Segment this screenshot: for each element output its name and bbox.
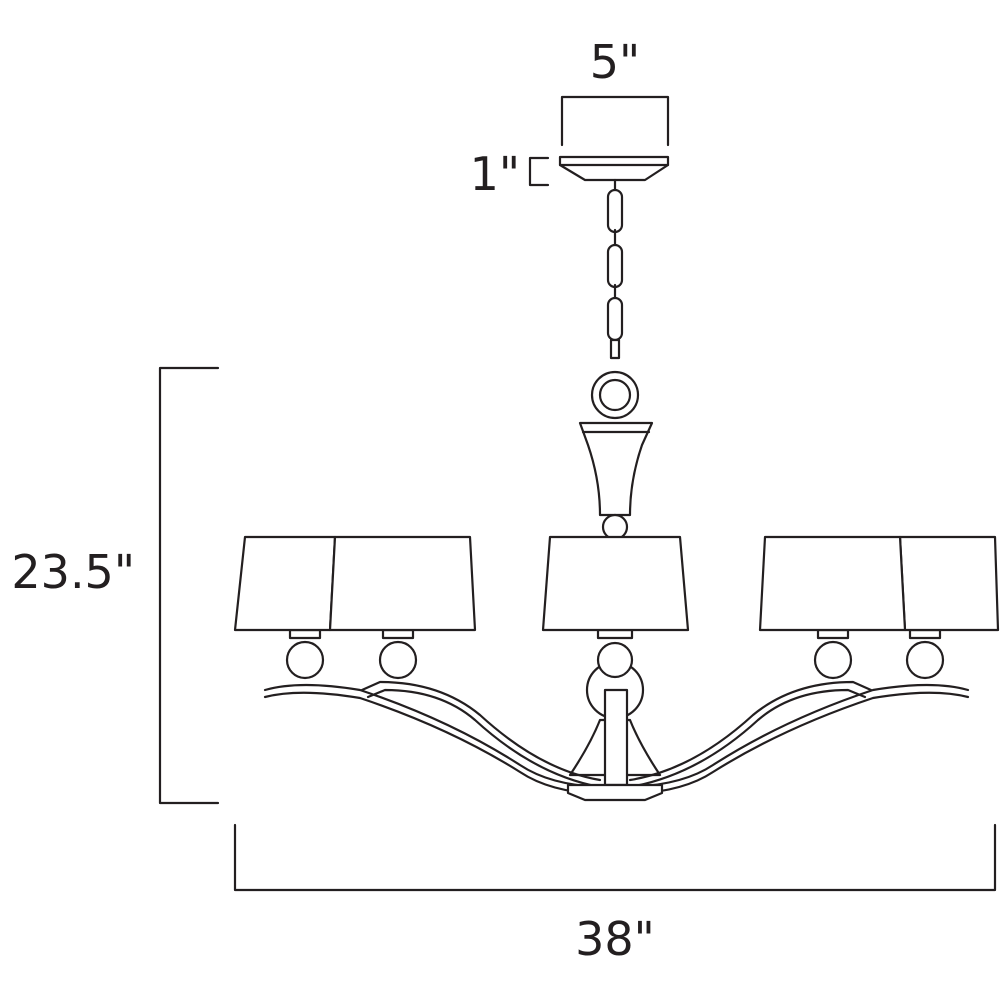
central-vase (578, 421, 654, 517)
base-plate (566, 783, 664, 802)
top-ring (590, 370, 640, 420)
socket-cups (285, 628, 945, 680)
canopy (558, 155, 670, 182)
lamp-shades (233, 535, 1000, 632)
canopy-height-label: 1" (470, 147, 520, 201)
canopy-width-bracket (560, 95, 670, 147)
canopy-height-bracket (528, 156, 550, 187)
width-label: 38" (575, 912, 655, 966)
height-label: 23.5" (11, 545, 135, 599)
height-bracket (158, 366, 220, 805)
arms (263, 680, 970, 796)
canopy-width-label: 5" (590, 35, 640, 89)
central-column (568, 641, 662, 787)
width-bracket (233, 823, 997, 892)
chain (606, 178, 624, 360)
